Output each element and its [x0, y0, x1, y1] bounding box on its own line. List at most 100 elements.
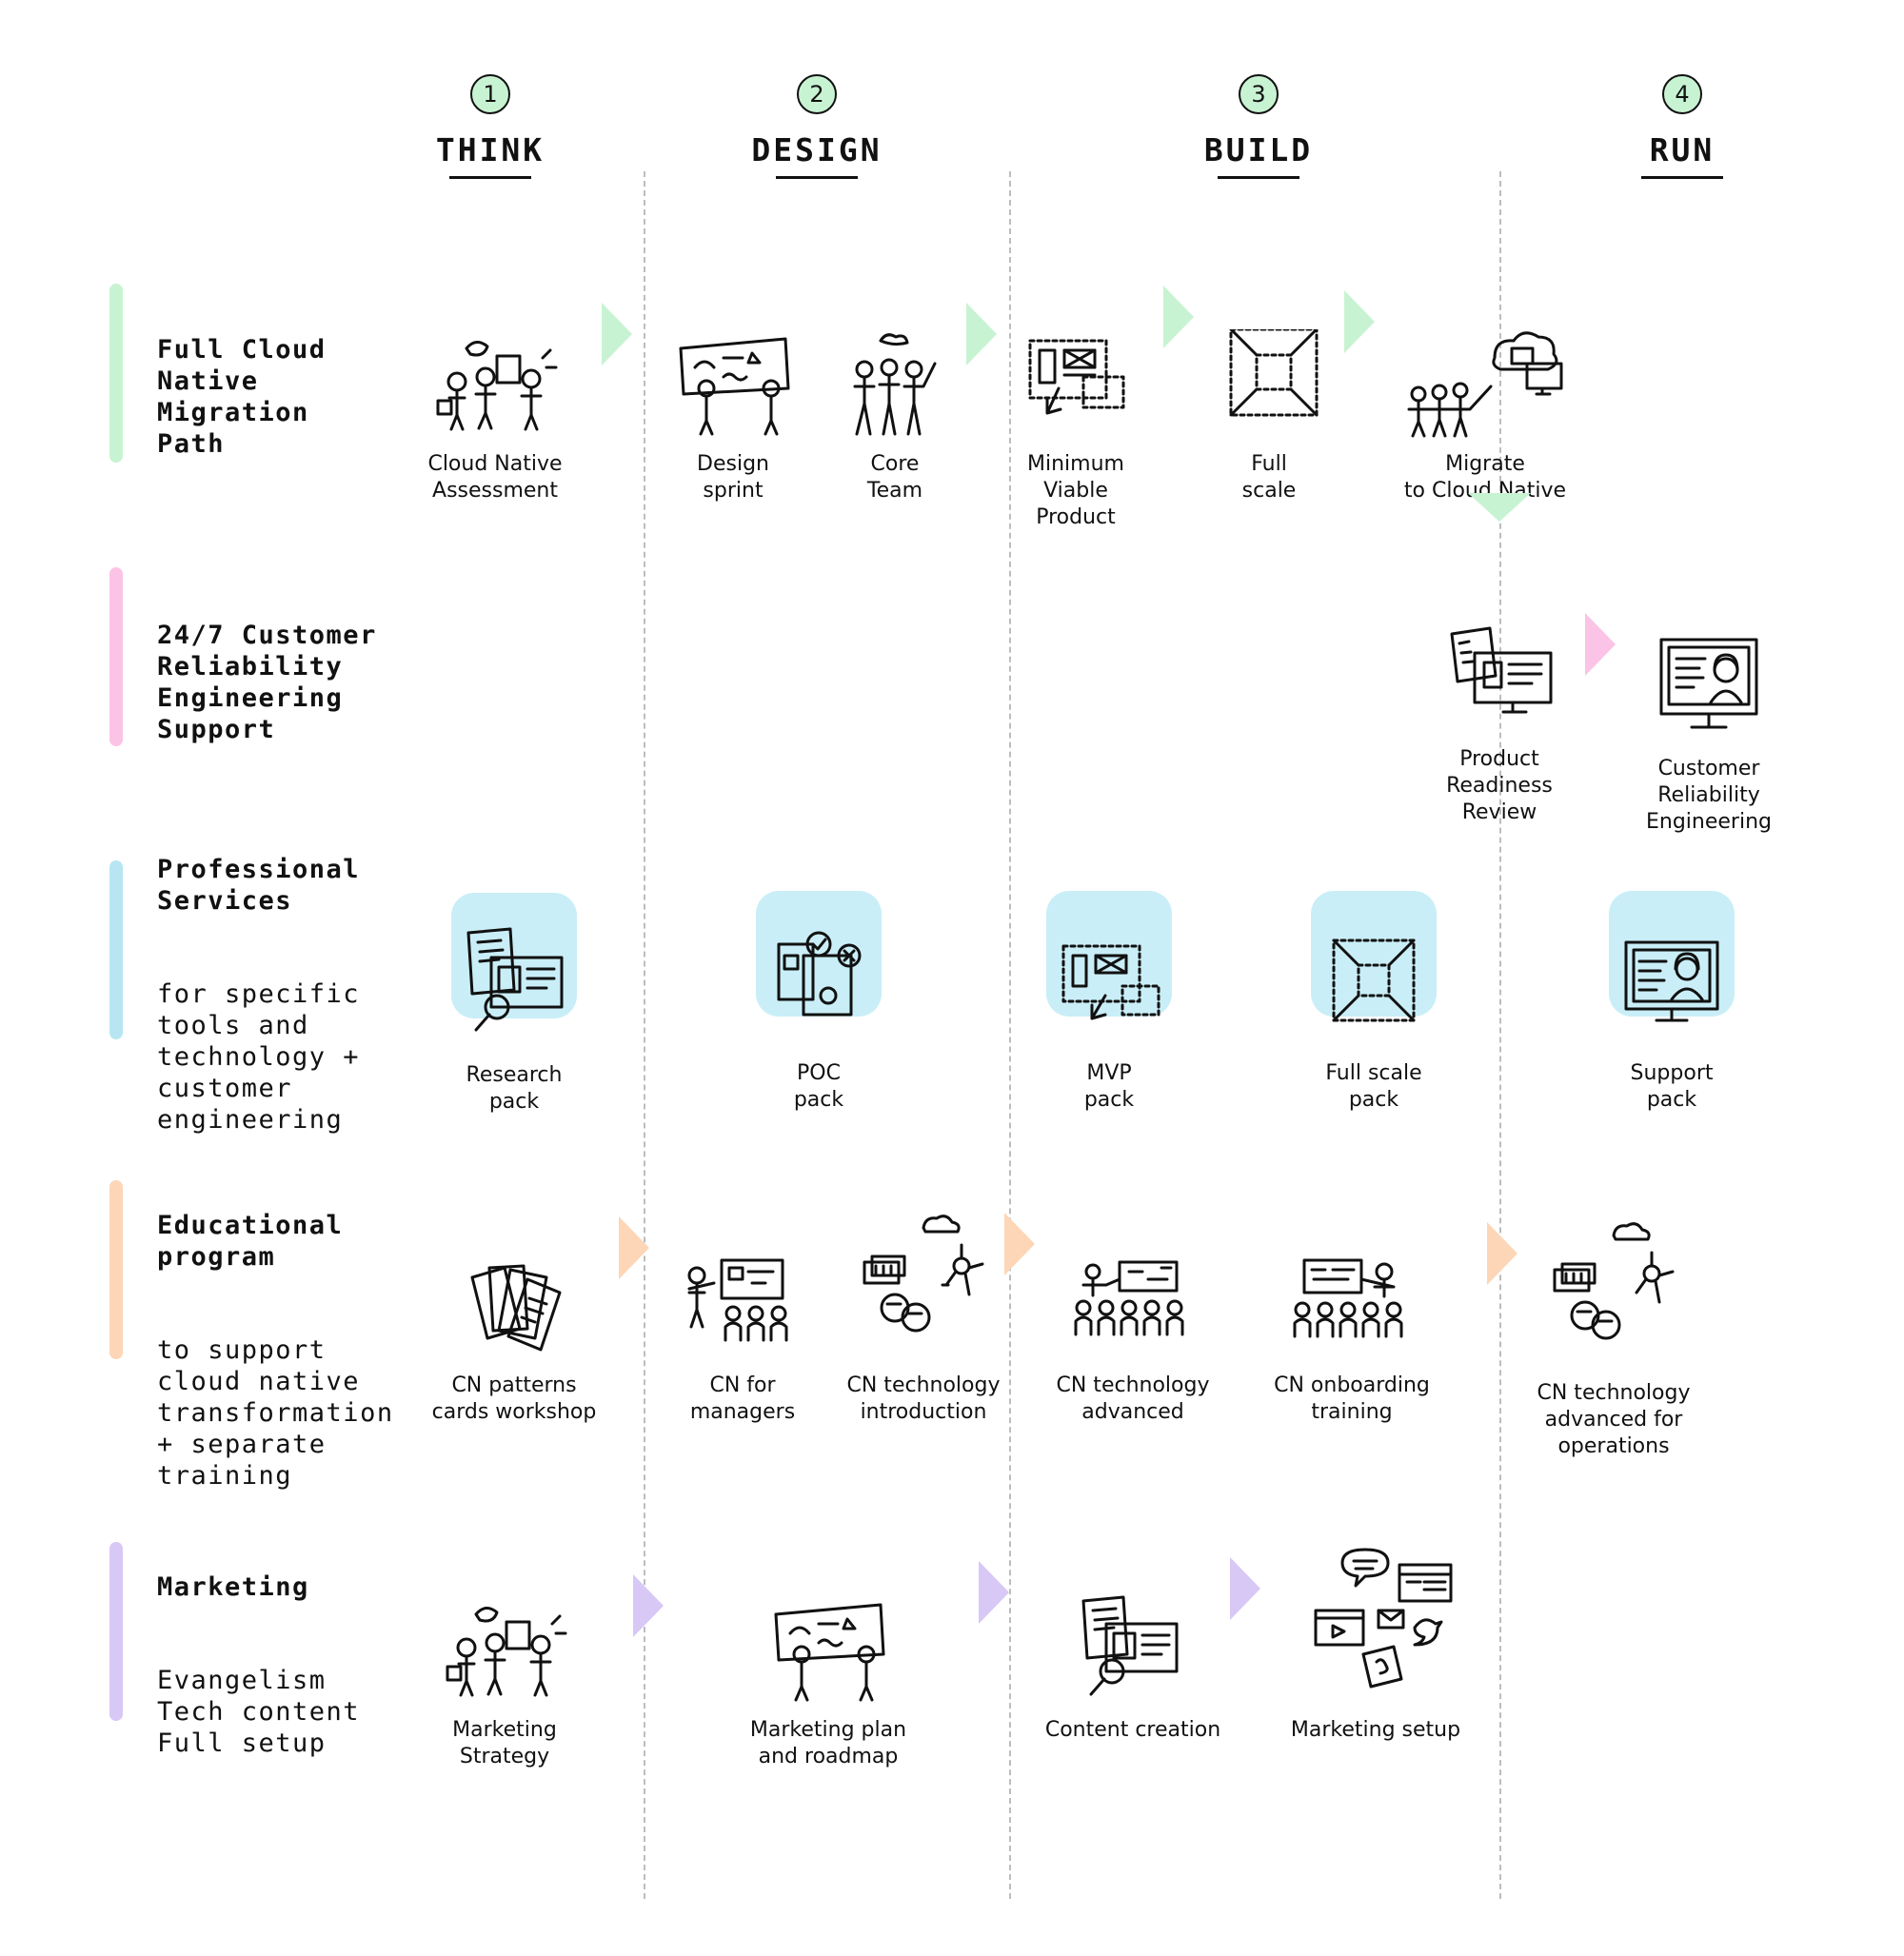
item-cn-for-managers: CN for managers — [666, 1197, 819, 1452]
row-subtitle: for specific tools and technology + cust… — [157, 979, 361, 1135]
phase-underline — [1218, 176, 1299, 179]
row-title: 24/7 Customer Reliability Engineering Su… — [157, 621, 377, 744]
phase-think: 1 THINK — [386, 74, 595, 179]
phase-number-badge: 4 — [1662, 74, 1702, 114]
row-bar-migration — [109, 284, 123, 463]
research-icon — [1066, 1569, 1200, 1696]
item-label: CN for managers — [689, 1373, 796, 1424]
item-label: CN patterns cards workshop — [431, 1373, 597, 1424]
item-research-pack: Research pack — [438, 866, 590, 1142]
team-meeting-icon — [428, 303, 562, 431]
classroom-icon — [1066, 1224, 1200, 1338]
flow-arrow — [1230, 1557, 1260, 1620]
full-scale-icon — [1207, 303, 1340, 417]
row-title: Full Cloud Native Migration Path — [157, 335, 327, 459]
tech-icon — [857, 1188, 990, 1338]
mvp-wireframe-icon — [1009, 303, 1142, 417]
flow-arrow — [1004, 1213, 1035, 1275]
item-design-sprint: Design sprint — [657, 276, 809, 531]
flow-arrow — [633, 1574, 664, 1637]
phase-underline — [776, 176, 858, 179]
flow-arrow — [1344, 290, 1375, 353]
support-monitor-icon — [1642, 607, 1775, 729]
flow-arrow-down — [1468, 493, 1531, 522]
row-subtitle: Evangelism Tech content Full setup — [157, 1666, 361, 1758]
item-core-team: Core Team — [828, 276, 962, 531]
item-label: Core Team — [866, 452, 923, 503]
item-label: Cloud Native Assessment — [427, 452, 563, 503]
item-support-pack: Support pack — [1596, 864, 1748, 1140]
pack-tile — [756, 891, 882, 1017]
item-label: CN technology introduction — [846, 1373, 1001, 1424]
item-cn-technology-introduction: CN technology introduction — [833, 1161, 1014, 1452]
row-label-support: 24/7 Customer Reliability Engineering Su… — [157, 588, 377, 777]
cards-icon — [447, 1224, 581, 1352]
phase-number-badge: 2 — [797, 74, 837, 114]
item-label: CN technology advanced for operations — [1537, 1381, 1691, 1458]
documents-review-icon — [1433, 598, 1566, 714]
whiteboard-icon — [666, 303, 800, 436]
row-label-migration: Full Cloud Native Migration Path — [157, 303, 327, 491]
row-bar-marketing — [109, 1542, 123, 1721]
item-label: Marketing setup — [1290, 1718, 1461, 1742]
flow-arrow — [619, 1216, 649, 1279]
item-product-readiness-review: Product Readiness Review — [1418, 571, 1580, 853]
phase-design: 2 DESIGN — [712, 74, 922, 179]
flow-arrow — [1585, 613, 1616, 676]
item-poc-pack: POC pack — [743, 864, 895, 1140]
item-label: Research pack — [466, 1063, 563, 1114]
item-label: POC pack — [793, 1061, 844, 1112]
pack-tile — [1609, 891, 1735, 1022]
flow-arrow — [1487, 1222, 1517, 1285]
flow-arrow — [966, 303, 997, 366]
phase-title: THINK — [435, 131, 545, 168]
item-cn-patterns-cards-workshop: CN patterns cards workshop — [419, 1197, 609, 1452]
item-marketing-setup: Marketing setup — [1276, 1494, 1476, 1770]
item-full-scale-pack: Full scale pack — [1298, 864, 1450, 1140]
item-label: Full scale — [1241, 452, 1297, 503]
item-cloud-native-assessment: Cloud Native Assessment — [409, 276, 581, 531]
row-bar-support — [109, 567, 123, 746]
flow-arrow — [602, 303, 632, 366]
item-marketing-plan-and-roadmap: Marketing plan and roadmap — [733, 1542, 923, 1797]
item-content-creation: Content creation — [1033, 1542, 1233, 1770]
phase-number-badge: 1 — [470, 74, 510, 114]
pack-tile — [451, 893, 577, 1032]
cloud-migration-icon — [1399, 303, 1571, 438]
pack-tile — [1046, 891, 1172, 1020]
item-mvp-pack: MVP pack — [1033, 864, 1185, 1140]
row-bar-services — [109, 860, 123, 1039]
phase-run: 4 RUN — [1577, 74, 1787, 179]
phase-divider — [1499, 171, 1501, 1899]
item-label: Product Readiness Review — [1446, 747, 1553, 824]
item-label: Support pack — [1630, 1061, 1714, 1112]
item-marketing-strategy: Marketing Strategy — [419, 1542, 590, 1797]
phase-number-badge: 3 — [1239, 74, 1279, 114]
phase-title: RUN — [1649, 131, 1716, 168]
item-cn-onboarding-training: CN onboarding training — [1261, 1197, 1442, 1452]
presentation-icon — [676, 1224, 809, 1342]
row-bar-education — [109, 1180, 123, 1359]
training-icon — [1285, 1224, 1418, 1338]
item-minimum-viable-product: Minimum Viable Product — [1009, 276, 1142, 558]
phase-underline — [1641, 176, 1723, 179]
row-title: Educational program — [157, 1211, 344, 1272]
row-label-education: Educational program to support cloud nat… — [157, 1178, 394, 1523]
flow-arrow — [979, 1561, 1009, 1624]
flow-arrow — [1163, 286, 1194, 348]
phase-title: BUILD — [1203, 131, 1314, 168]
phase-title: DESIGN — [751, 131, 883, 168]
team-icon — [828, 303, 962, 436]
item-label: CN onboarding training — [1274, 1373, 1430, 1424]
item-label: Full scale pack — [1325, 1061, 1422, 1112]
item-label: Marketing plan and roadmap — [749, 1718, 907, 1768]
team-meeting-icon — [438, 1569, 571, 1697]
phase-underline — [449, 176, 531, 179]
row-label-marketing: Marketing Evangelism Tech content Full s… — [157, 1540, 360, 1790]
item-full-scale: Full scale — [1207, 276, 1331, 531]
devops-icon — [1547, 1195, 1680, 1346]
phase-divider — [1009, 171, 1011, 1899]
row-title: Marketing — [157, 1572, 309, 1602]
media-icon — [1295, 1521, 1457, 1689]
row-title: Professional Services — [157, 855, 361, 916]
